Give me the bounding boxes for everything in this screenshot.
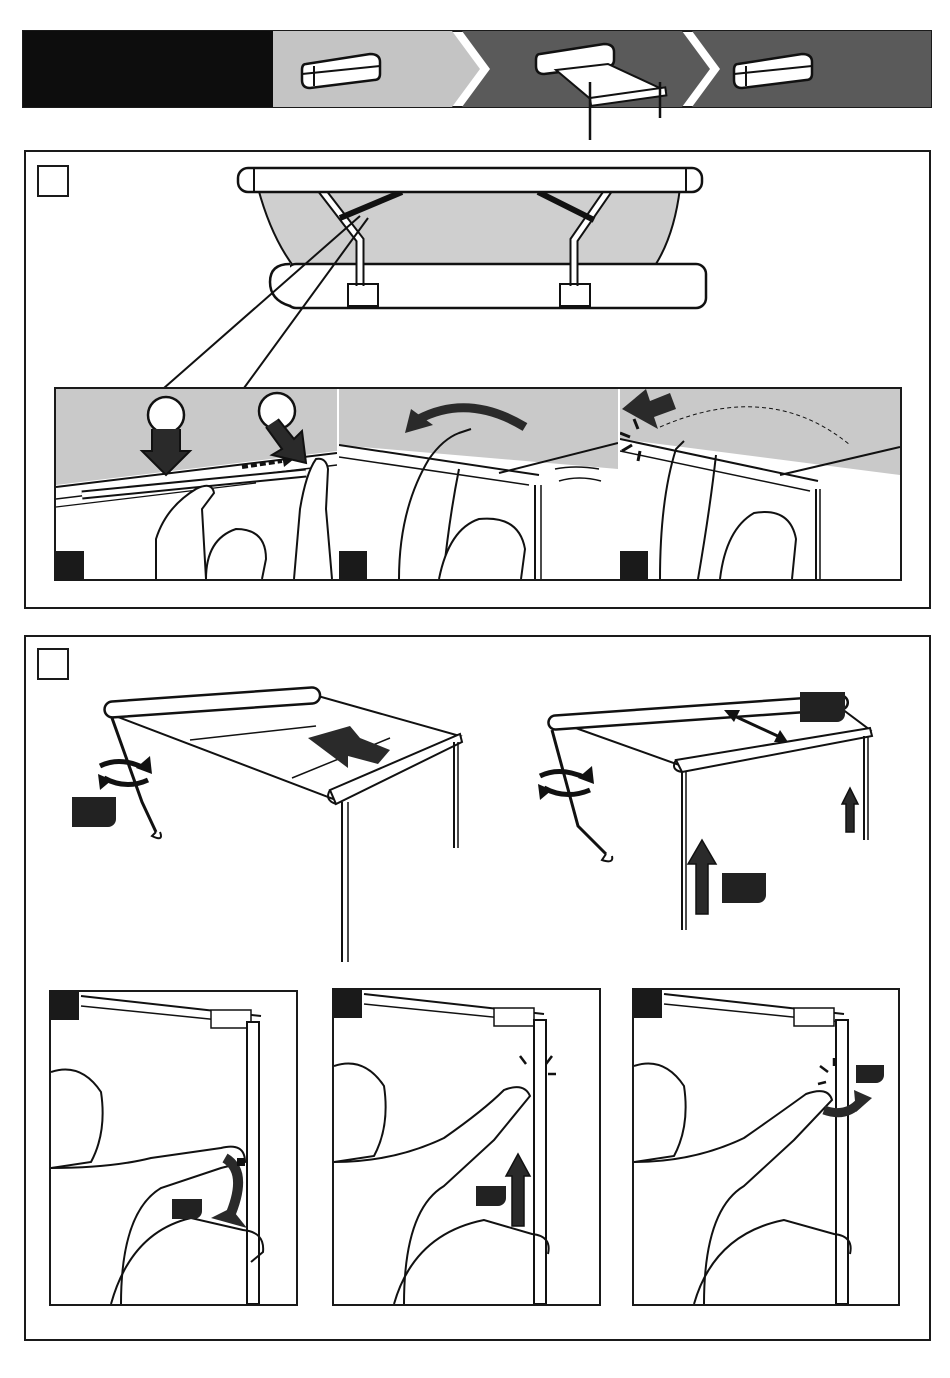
leg-panel-unlock: [49, 990, 298, 1306]
leg-click-illustration: [634, 990, 898, 1304]
leg-panel-1-label-tag: [172, 1199, 202, 1219]
leg-panel-3-label-tag: [856, 1065, 884, 1083]
leg-panel-click: [632, 988, 900, 1306]
detail-callout-lines: [150, 210, 380, 390]
header-black-block: [23, 31, 273, 107]
sub-step-3-corner-tag: [620, 551, 648, 579]
section-b-step-box: [37, 648, 69, 680]
header-legs: [580, 78, 670, 142]
leg-label-tag: [722, 873, 766, 903]
progress-header: [22, 30, 932, 108]
awning-raise-legs-illustration: [530, 686, 890, 936]
sub-step-rotate-arm: [339, 389, 618, 579]
leg-panel-2-corner-tag: [334, 990, 362, 1018]
crank-label-tag: [72, 797, 116, 827]
leg-unlock-illustration: [51, 992, 296, 1304]
leg-panel-3-corner-tag: [634, 990, 662, 1018]
awning-retract-illustration: [60, 686, 480, 976]
sub-step-2-corner-tag: [339, 551, 367, 579]
leg-panel-2-label-tag: [476, 1186, 506, 1206]
leg-panel-1-corner-tag: [51, 992, 79, 1020]
leg-push-illustration: [334, 990, 599, 1304]
sub-step-1-corner-tag: [56, 551, 84, 579]
leg-panel-push: [332, 988, 601, 1306]
progress-header-graphic: [22, 30, 932, 108]
sub-step-click-arm: [620, 389, 900, 579]
section-a-step-box: [37, 165, 69, 197]
width-label-tag: [800, 692, 845, 722]
sub-step-release-arms: [56, 389, 337, 579]
